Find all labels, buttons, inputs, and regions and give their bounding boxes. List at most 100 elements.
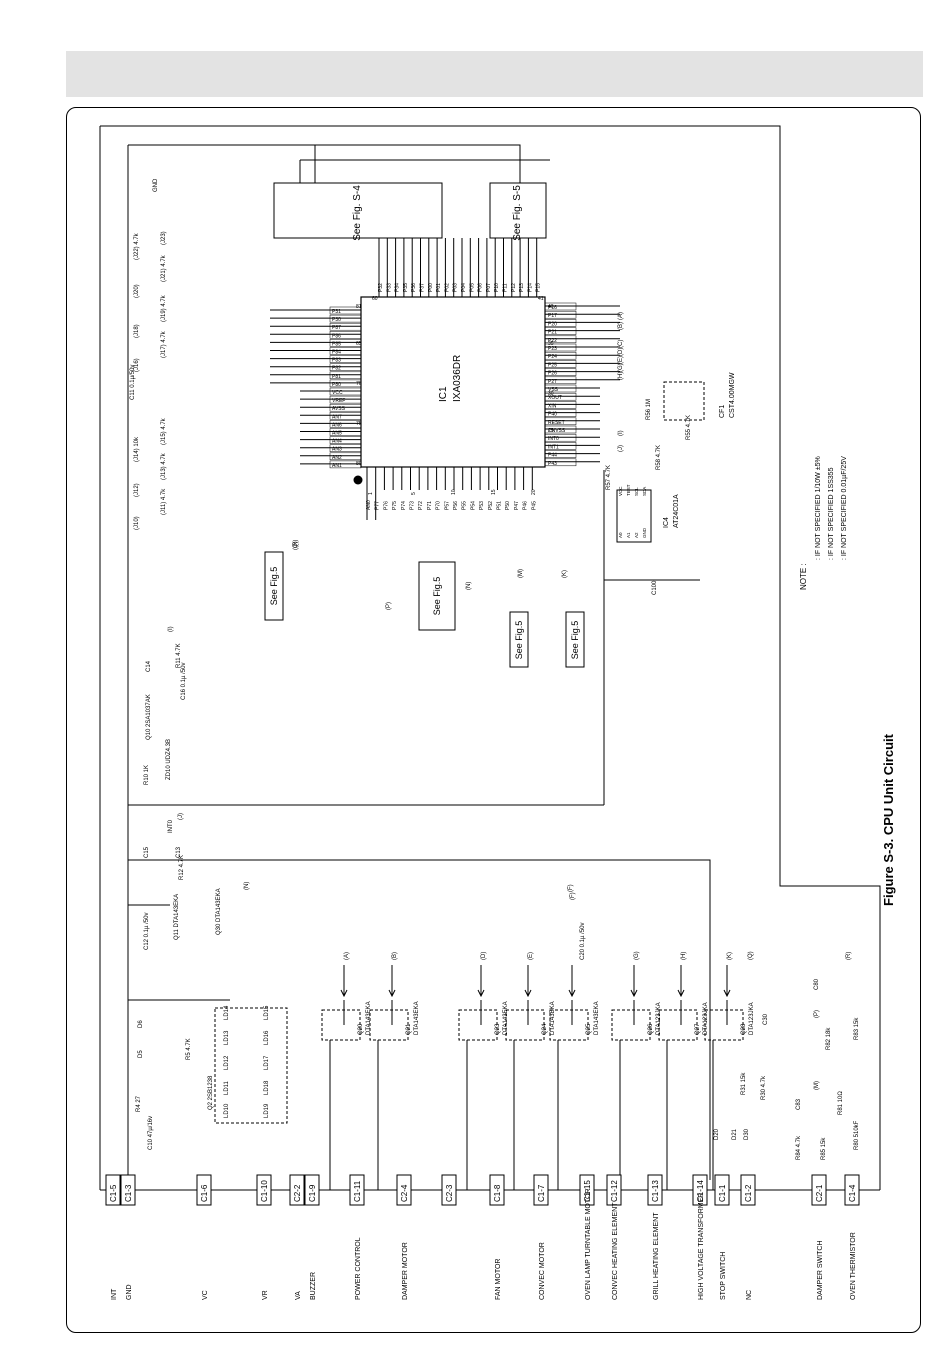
ic1-pin-label-bottom: P72 bbox=[418, 501, 424, 510]
ic1-pin-label-right: VSS bbox=[548, 387, 559, 393]
driver-tag: (E) bbox=[528, 952, 534, 960]
driver-arrow bbox=[568, 965, 576, 998]
driver-part: DTA123JKA bbox=[656, 1002, 662, 1035]
connector-pin-label: C1-10 bbox=[260, 1180, 269, 1202]
see-fig5-box-3 bbox=[509, 611, 529, 668]
component-label: (P) bbox=[814, 1010, 820, 1018]
ic1-pin-label-left: AN3 bbox=[332, 447, 342, 453]
ic1-pin-label-bottom: P54 bbox=[470, 501, 476, 510]
component-label: R31 15k bbox=[741, 1072, 747, 1095]
ic1-pin-label-top: P07 bbox=[486, 283, 492, 292]
driver-transistor-box bbox=[321, 1009, 361, 1041]
ic4-pin-label: SCL bbox=[634, 487, 639, 496]
driver-ref: Q28 bbox=[741, 1023, 747, 1035]
ic1-body bbox=[360, 296, 546, 468]
jumper-label: (J14) 10k bbox=[134, 436, 140, 462]
pin-number: 65 bbox=[356, 341, 362, 347]
driver-tag: (D) bbox=[481, 952, 487, 960]
jumper-label: (J19) 4.7k bbox=[161, 294, 167, 322]
component-label: R85 15k bbox=[821, 1137, 827, 1160]
connector-function-label: INT bbox=[111, 1288, 118, 1300]
driver-arrow bbox=[477, 965, 485, 998]
ic1-pin-label-right: P26 bbox=[548, 371, 557, 377]
ic1-pin-label-top: P35 bbox=[403, 283, 409, 292]
connector-pin bbox=[396, 1174, 412, 1206]
driver-arrow bbox=[388, 965, 396, 998]
ic1-pin-label-bottom: P45 bbox=[531, 501, 537, 510]
connector-pin bbox=[714, 1174, 730, 1206]
pin-number: 1 bbox=[368, 492, 374, 495]
ic1-pin-label-left: P82 bbox=[332, 366, 341, 372]
ic1-pin-label-left: VCC bbox=[332, 390, 343, 396]
ic1-pin-box-right bbox=[544, 319, 577, 327]
driver-tag: (K) bbox=[727, 952, 733, 960]
signal-label: (K) bbox=[562, 570, 568, 578]
signal-label: (F) bbox=[568, 884, 574, 892]
signal-label: R58 4.7K bbox=[656, 445, 662, 470]
ic1-pin-box-right bbox=[544, 310, 577, 319]
ic1-pin-label-top: P01 bbox=[436, 283, 442, 292]
jumper-label: (J12) bbox=[134, 483, 140, 497]
ic1-pin-label-bottom: P76 bbox=[383, 501, 389, 510]
connector-pin-label: C1-8 bbox=[493, 1184, 502, 1202]
connector-function-label: CONVEC MOTOR bbox=[539, 1242, 546, 1300]
component-label: LD13 bbox=[224, 1030, 230, 1045]
driver-tag: (H) bbox=[681, 952, 687, 960]
driver-part: DTA143EKA bbox=[366, 1001, 372, 1035]
ic1-pin-label-bottom: P75 bbox=[392, 501, 398, 510]
signal-label: (I) bbox=[618, 430, 624, 436]
connector-function-label: GND bbox=[126, 1284, 133, 1300]
jumper-label: (J16) bbox=[134, 358, 140, 372]
pin-number: 35 bbox=[548, 341, 554, 347]
ic4-pin-label: SDA bbox=[642, 487, 647, 496]
ic1-pin-box-left bbox=[329, 347, 362, 355]
connector-pin-label: C2-1 bbox=[815, 1184, 824, 1202]
see-fig5-box-4 bbox=[565, 611, 585, 668]
connector-function-label: FAN MOTOR bbox=[495, 1259, 502, 1300]
ic1-pin-label-right: XOUT bbox=[548, 395, 562, 401]
component-label: LD10 bbox=[224, 1103, 230, 1118]
ic1-pin-label-top: P13 bbox=[519, 283, 525, 292]
signal-label: (Q) bbox=[293, 541, 299, 550]
pin-number: 75 bbox=[356, 421, 362, 427]
ic1-pin-label-right: P16 bbox=[548, 305, 557, 311]
connector-function-label: BUZZER bbox=[310, 1272, 317, 1300]
ic1-pin-label-right: P44 bbox=[548, 453, 557, 459]
component-label: LD16 bbox=[264, 1030, 270, 1045]
ic1-pin-label-bottom: AN0 bbox=[366, 500, 372, 510]
ic1-pin-label-right: INT1 bbox=[548, 444, 559, 450]
ic1-pin-box-right bbox=[544, 401, 577, 409]
connector-pin-label: C1-3 bbox=[124, 1184, 133, 1202]
signal-label: (M) bbox=[518, 569, 524, 578]
signal-label: (E) bbox=[618, 356, 624, 364]
ic1-pin-box-right bbox=[544, 417, 577, 426]
driver-arrow bbox=[524, 965, 532, 998]
note-line-3: : IF NOT SPECIFIED 0.01µF/25V bbox=[841, 456, 848, 560]
component-label: D20 bbox=[714, 1128, 720, 1140]
ic1-pin-box-left bbox=[329, 322, 362, 331]
signal-label: (P) bbox=[386, 602, 392, 610]
signal-label: R55 4.7K bbox=[686, 415, 692, 440]
component-label: Q10 2SA1037AK bbox=[146, 694, 152, 740]
connector-pin-label: C1-2 bbox=[744, 1184, 753, 1202]
ic1-pin-label-left: P31 bbox=[332, 309, 341, 315]
component-label: D21 bbox=[732, 1128, 738, 1140]
ic1-pin-label-left: P80 bbox=[332, 382, 341, 388]
connector-pin-label: C1-13 bbox=[651, 1180, 660, 1202]
figure-title: Figure S-3. CPU Unit Circuit bbox=[881, 733, 896, 906]
ic1-pin-label-bottom: P71 bbox=[427, 501, 433, 510]
component-label: R82 18k bbox=[826, 1027, 832, 1050]
component-label: (R) bbox=[846, 952, 852, 960]
ic1-pin-label-bottom: P56 bbox=[453, 501, 459, 510]
ic1-pin-box-left bbox=[329, 387, 362, 396]
connector-pin bbox=[256, 1174, 272, 1206]
see-fig-s4-box bbox=[273, 182, 443, 239]
pin-number: 20 bbox=[531, 489, 537, 495]
pin-number: 80 bbox=[356, 461, 362, 467]
ic1-pin-label-left: P81 bbox=[332, 374, 341, 380]
ic1-pin-label-top: P34 bbox=[395, 283, 401, 292]
connector-pin bbox=[740, 1174, 756, 1206]
driver-tag: (G) bbox=[634, 951, 640, 960]
ic1-pin-label-left: P87 bbox=[332, 325, 341, 331]
